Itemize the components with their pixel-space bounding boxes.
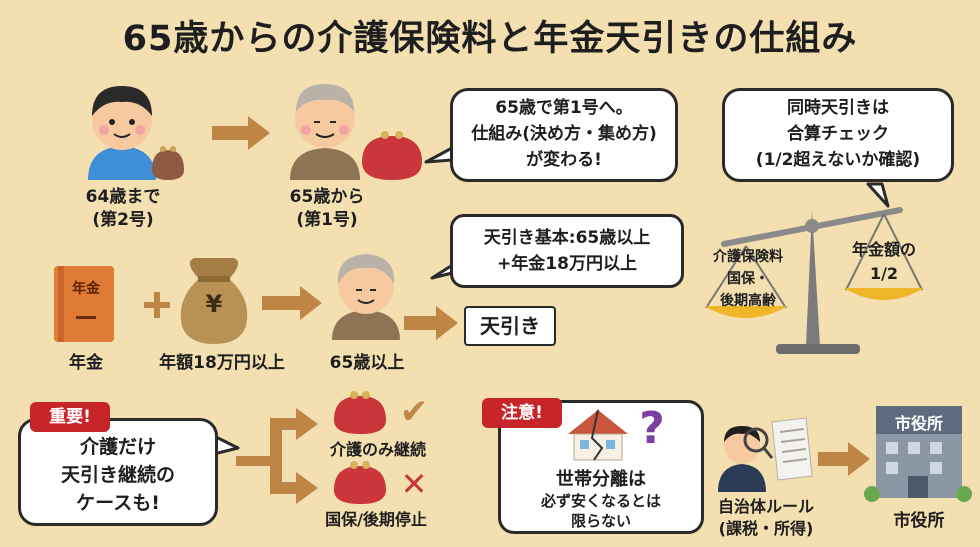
deduction-result-box: 天引き bbox=[464, 306, 556, 346]
before-65-label-line1: 64歳まで bbox=[85, 187, 161, 207]
left-pan-label: 介護保険料 国保・ 後期高齢 bbox=[700, 246, 796, 312]
bubble-line: ケースも! bbox=[76, 492, 160, 514]
municipal-rule-label: 自治体ルール (課税・所得) bbox=[700, 496, 832, 540]
deduction-rule-bubble: 天引き基本:65歳以上 +年金18万円以上 bbox=[450, 214, 684, 288]
balance-scale-icon bbox=[704, 207, 924, 354]
yen-symbol: ¥ bbox=[205, 290, 223, 318]
important-tag: 重要! bbox=[30, 402, 110, 432]
right-pan-line: 1/2 bbox=[869, 264, 899, 283]
purse-continue-icon bbox=[334, 391, 386, 434]
document-icon bbox=[771, 417, 813, 481]
small-purse-icon bbox=[152, 146, 184, 180]
check-icon: ✔ bbox=[399, 392, 429, 432]
care-continue-label: 介護のみ継続 bbox=[329, 440, 426, 459]
city-hall-label: 市役所 bbox=[893, 511, 945, 531]
left-pan-line: 介護保険料 bbox=[713, 249, 783, 265]
combined-check-bubble: 同時天引きは 合算チェック (1/2超えないか確認) bbox=[722, 88, 954, 182]
city-hall-icon bbox=[864, 406, 972, 502]
elder-woman-icon bbox=[332, 254, 400, 340]
nhi-stop-label: 国保/後期停止 bbox=[325, 510, 427, 529]
bubble-line: 合算チェック bbox=[787, 124, 889, 144]
branch-arrow bbox=[236, 408, 318, 504]
municipal-rule-line2: (課税・所得) bbox=[718, 519, 814, 538]
cross-icon: ✕ bbox=[400, 465, 428, 503]
from-65-label-line1: 65歳から bbox=[289, 187, 365, 207]
bubble-line: 天引き基本:65歳以上 bbox=[483, 228, 651, 248]
pension-book-icon bbox=[54, 266, 114, 342]
left-pan-line: 後期高齢 bbox=[720, 293, 776, 309]
question-mark-icon: ? bbox=[639, 403, 665, 454]
household-split-title: 世帯分離は bbox=[556, 469, 646, 490]
from-65-label-line2: (第1号) bbox=[296, 210, 358, 230]
caution-tag: 注意! bbox=[482, 398, 562, 428]
before-65-label: 64歳まで (第2号) bbox=[80, 186, 166, 232]
annual-amount-label: 年額18万円以上 bbox=[159, 353, 285, 373]
age-65-plus-label: 65歳以上 bbox=[329, 353, 405, 373]
municipal-rule-line1: 自治体ルール bbox=[717, 497, 814, 516]
arrow-64-to-65 bbox=[212, 116, 270, 150]
note-line: 必ず安くなるとは bbox=[540, 492, 661, 510]
plus-icon bbox=[144, 292, 170, 318]
bubble-line: が変わる! bbox=[526, 150, 602, 170]
bubble-line: (1/2超えないか確認) bbox=[755, 150, 921, 170]
elder-person-icon bbox=[290, 84, 360, 180]
bubble-line: 65歳で第1号へ。 bbox=[495, 98, 633, 118]
arrow-elder-to-deduction bbox=[404, 306, 458, 340]
arrow-rule-to-city bbox=[818, 442, 870, 476]
before-65-label-line2: (第2号) bbox=[92, 210, 154, 230]
household-split-note: 必ず安くなるとは 限らない bbox=[501, 491, 701, 531]
page-title: 65歳からの介護保険料と年金天引きの仕組み bbox=[122, 19, 858, 59]
right-pan-label: 年金額の 1/2 bbox=[838, 238, 930, 286]
bubble-line: 同時天引きは bbox=[787, 98, 889, 118]
arrow-bag-to-elder bbox=[262, 286, 322, 320]
pension-book-text: 年金 bbox=[72, 281, 100, 297]
category-change-bubble: 65歳で第1号へ。 仕組み(決め方・集め方) が変わる! bbox=[450, 88, 678, 182]
bubble-line: 介護だけ bbox=[79, 436, 156, 458]
money-bag-icon bbox=[180, 258, 248, 344]
young-person-icon bbox=[88, 86, 156, 180]
city-hall-sign: 市役所 bbox=[894, 414, 943, 433]
bubble-line: +年金18万円以上 bbox=[497, 254, 637, 274]
bubble-line: 天引き継続の bbox=[60, 464, 175, 486]
care-only-bubble: 介護だけ 天引き継続の ケースも! bbox=[18, 418, 218, 526]
right-pan-line: 年金額の bbox=[851, 240, 916, 259]
large-purse-icon bbox=[362, 131, 422, 180]
left-pan-line: 国保・ bbox=[727, 271, 769, 287]
note-line: 限らない bbox=[570, 512, 631, 530]
inspector-person-icon bbox=[718, 426, 774, 492]
bubble-line: 仕組み(決め方・集め方) bbox=[471, 124, 657, 144]
pension-label: 年金 bbox=[69, 353, 103, 373]
purse-stop-icon bbox=[334, 461, 386, 504]
from-65-label: 65歳から (第1号) bbox=[282, 186, 372, 232]
